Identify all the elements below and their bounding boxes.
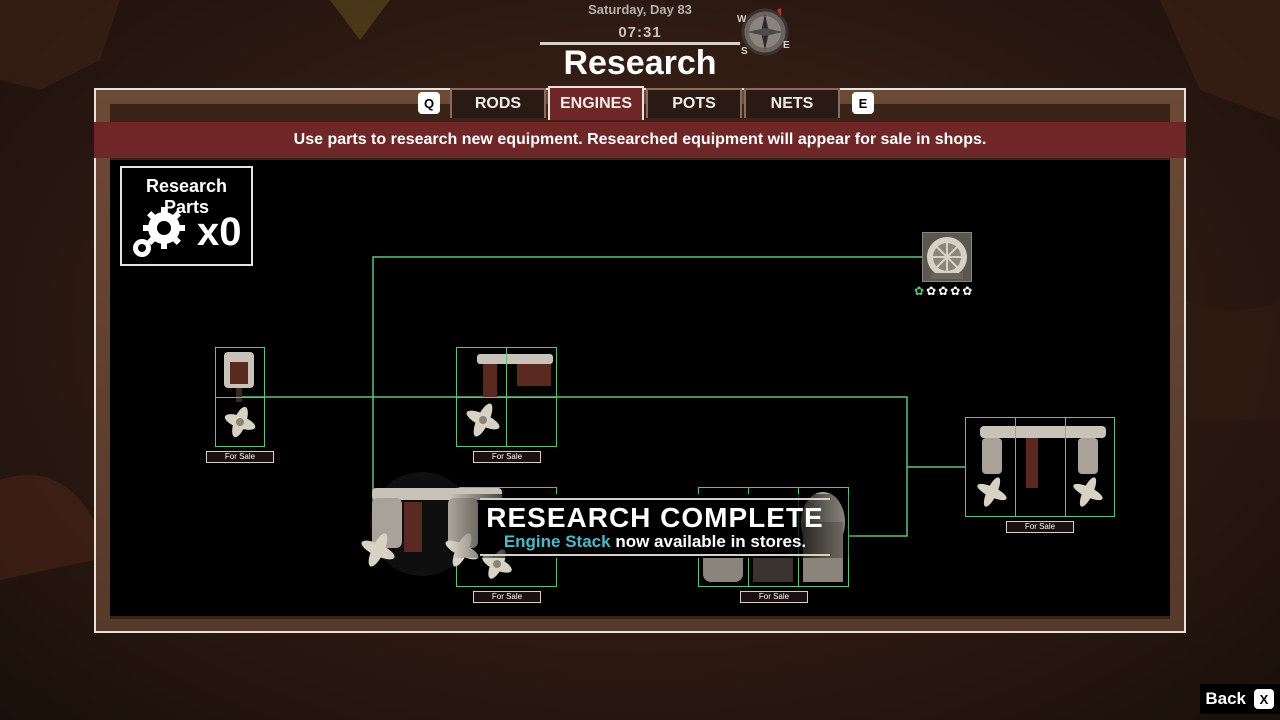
popup-bottom-rule <box>480 554 830 556</box>
popup-message-suffix: now available in stores. <box>610 532 807 551</box>
popup-item-name: Engine Stack <box>503 532 611 551</box>
engine-node-single[interactable] <box>215 347 265 447</box>
tree-connections <box>240 256 966 537</box>
part-icon-empty: ✿ <box>950 284 961 298</box>
research-parts-count: x0 <box>197 210 242 254</box>
propeller-engine-icon <box>466 354 553 437</box>
fan-engine-icon <box>927 237 967 279</box>
popup-top-rule <box>480 498 830 500</box>
engine-node-triple[interactable] <box>965 417 1115 517</box>
node-cell <box>457 397 556 398</box>
part-icon-filled: ✿ <box>914 284 925 298</box>
back-button[interactable]: Back X <box>1200 684 1280 714</box>
day-clock: Saturday, Day 83 07:31 <box>540 0 740 46</box>
back-label: Back <box>1205 689 1246 708</box>
prev-tab-key[interactable]: Q <box>418 92 440 114</box>
part-icon-empty: ✿ <box>926 284 937 298</box>
info-banner: Use parts to research new equipment. Res… <box>94 122 1186 158</box>
engine-node-fan[interactable] <box>922 232 972 282</box>
compass-s: S <box>741 46 748 56</box>
popup-title: RESEARCH COMPLETE <box>486 502 824 533</box>
research-progress: ✿ ✿ ✿ ✿ ✿ <box>914 285 972 297</box>
for-sale-badge: For Sale <box>740 591 808 603</box>
part-icon-empty: ✿ <box>962 284 973 298</box>
research-parts-label: Research Parts <box>145 176 228 217</box>
tab-nets[interactable]: NETS <box>744 88 840 118</box>
for-sale-badge: For Sale <box>1006 521 1074 533</box>
engine-node-twin[interactable] <box>456 347 557 447</box>
page-title: Research <box>563 44 717 82</box>
clock-bar <box>540 42 740 45</box>
for-sale-badge: For Sale <box>473 591 541 603</box>
gears-icon <box>133 207 185 257</box>
research-parts-panel: Research Parts x0 <box>120 166 253 266</box>
research-complete-popup: RESEARCH COMPLETE Engine Stack now avail… <box>450 494 860 558</box>
node-cell <box>1015 418 1016 516</box>
day-label: Saturday, Day 83 <box>588 2 692 17</box>
compass-e: E <box>783 40 790 51</box>
popup-message: Engine Stack now available in stores. <box>450 532 860 552</box>
compass-icon: W E S <box>737 8 790 56</box>
node-cell <box>1065 418 1066 516</box>
time-label: 07:31 <box>618 24 662 41</box>
tab-pots[interactable]: POTS <box>646 88 742 118</box>
compass-w: W <box>737 14 747 25</box>
propeller-engine-icon <box>224 352 256 438</box>
next-tab-key[interactable]: E <box>852 92 874 114</box>
tab-rods[interactable]: RODS <box>450 88 546 118</box>
node-cell <box>216 397 264 398</box>
back-key: X <box>1254 689 1274 709</box>
tab-engines[interactable]: ENGINES <box>548 86 644 120</box>
triple-propeller-engine-icon <box>977 426 1106 507</box>
for-sale-badge: For Sale <box>473 451 541 463</box>
category-tabs: Q RODS ENGINES POTS NETS E <box>408 86 884 120</box>
part-icon-empty: ✿ <box>938 284 949 298</box>
for-sale-badge: For Sale <box>206 451 274 463</box>
